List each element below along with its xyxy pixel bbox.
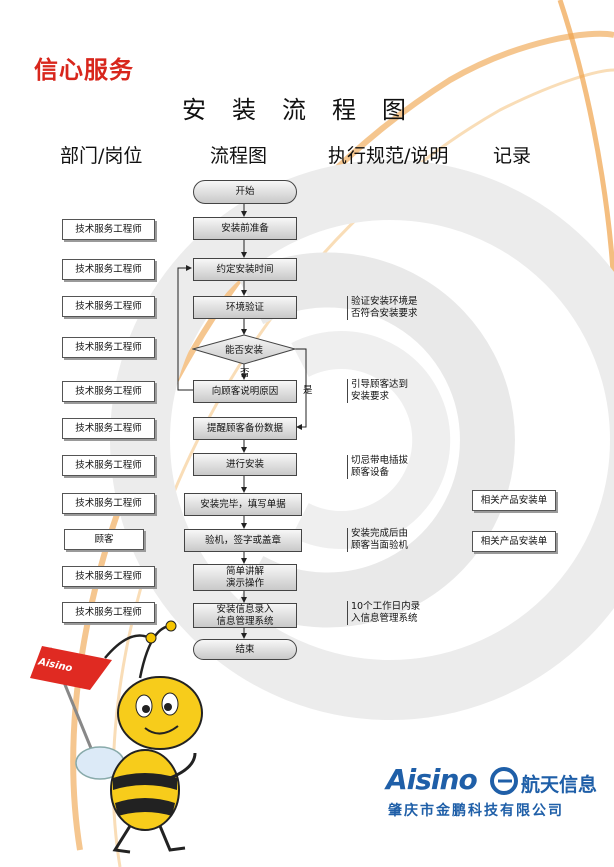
hangtian-logo-text: 航天信息 [521, 774, 598, 796]
note-line: 10个工作日内录 [351, 601, 421, 612]
role-box: 技术服务工程师 [62, 493, 155, 514]
page-title: 安装流程图 [182, 96, 432, 124]
note-verify: 验证安装环境是 否符合安装要求 [347, 296, 418, 320]
aisino-emblem-icon [490, 767, 518, 795]
decision-no-label: 否 [240, 368, 250, 379]
bee-mascot-illustration [30, 620, 203, 854]
note-line: 切忌带电插拔 [351, 455, 409, 466]
note-line: 安装要求 [351, 391, 390, 402]
note-line: 安装完成后由 [351, 528, 409, 539]
column-header-department: 部门/岗位 [60, 145, 143, 167]
note-line: 顾客设备 [351, 467, 390, 478]
record-box: 相关产品安装单 [472, 490, 556, 511]
decision-yes-label: 是 [303, 385, 313, 396]
role-box: 技术服务工程师 [62, 455, 155, 476]
flow-step-schedule: 约定安装时间 [193, 258, 297, 281]
flow-step-prepare: 安装前准备 [193, 217, 297, 240]
note-line: 入信息管理系统 [351, 613, 418, 624]
note-line: 否符合安装要求 [351, 308, 418, 319]
flow-step-install: 进行安装 [193, 453, 297, 476]
role-box: 技术服务工程师 [62, 259, 155, 280]
column-header-specification: 执行规范/说明 [328, 145, 449, 167]
aisino-logo-text: Aisino [386, 763, 478, 796]
role-box: 技术服务工程师 [62, 418, 155, 439]
note-record: 10个工作日内录 入信息管理系统 [347, 601, 420, 625]
flow-start: 开始 [193, 180, 297, 204]
flow-step-demo-line1: 简单讲解 [225, 565, 264, 577]
company-name: 肇庆市金鹏科技有限公司 [388, 803, 564, 819]
note-explain: 引导顾客达到 安装要求 [347, 379, 408, 403]
flow-step-record: 安装信息录入 信息管理系统 [193, 603, 297, 628]
flow-end: 结束 [193, 639, 297, 660]
note-line: 验证安装环境是 [351, 296, 418, 307]
role-box: 技术服务工程师 [62, 296, 155, 317]
role-box: 技术服务工程师 [62, 337, 155, 358]
role-box: 技术服务工程师 [62, 602, 155, 623]
note-line: 引导顾客达到 [351, 379, 409, 390]
flow-step-explain: 向顾客说明原因 [193, 380, 297, 403]
flow-step-record-line1: 安装信息录入 [216, 603, 274, 615]
role-box-customer: 顾客 [64, 529, 144, 550]
flow-step-demo: 简单讲解 演示操作 [193, 564, 297, 591]
role-box: 技术服务工程师 [62, 381, 155, 402]
flow-step-verify: 环境验证 [193, 296, 297, 319]
note-install: 切忌带电插拔 顾客设备 [347, 455, 408, 479]
flow-decision-label: 能否安装 [224, 345, 263, 356]
flow-step-record-line2: 信息管理系统 [216, 615, 274, 627]
flow-step-acceptance: 验机，签字或盖章 [184, 529, 302, 552]
note-acceptance: 安装完成后由 顾客当面验机 [347, 528, 408, 552]
record-box: 相关产品安装单 [472, 531, 556, 552]
flow-decision-diamond [192, 334, 296, 365]
column-header-flowchart: 流程图 [210, 145, 268, 167]
role-box: 技术服务工程师 [62, 566, 155, 587]
column-header-record: 记录 [493, 145, 532, 167]
flow-step-complete: 安装完毕，填写单据 [184, 493, 302, 516]
flow-step-demo-line2: 演示操作 [225, 577, 264, 589]
note-line: 顾客当面验机 [351, 540, 409, 551]
role-box: 技术服务工程师 [62, 219, 155, 240]
brand-title: 信心服务 [34, 56, 134, 84]
flow-step-backup: 提醒顾客备份数据 [193, 417, 297, 440]
